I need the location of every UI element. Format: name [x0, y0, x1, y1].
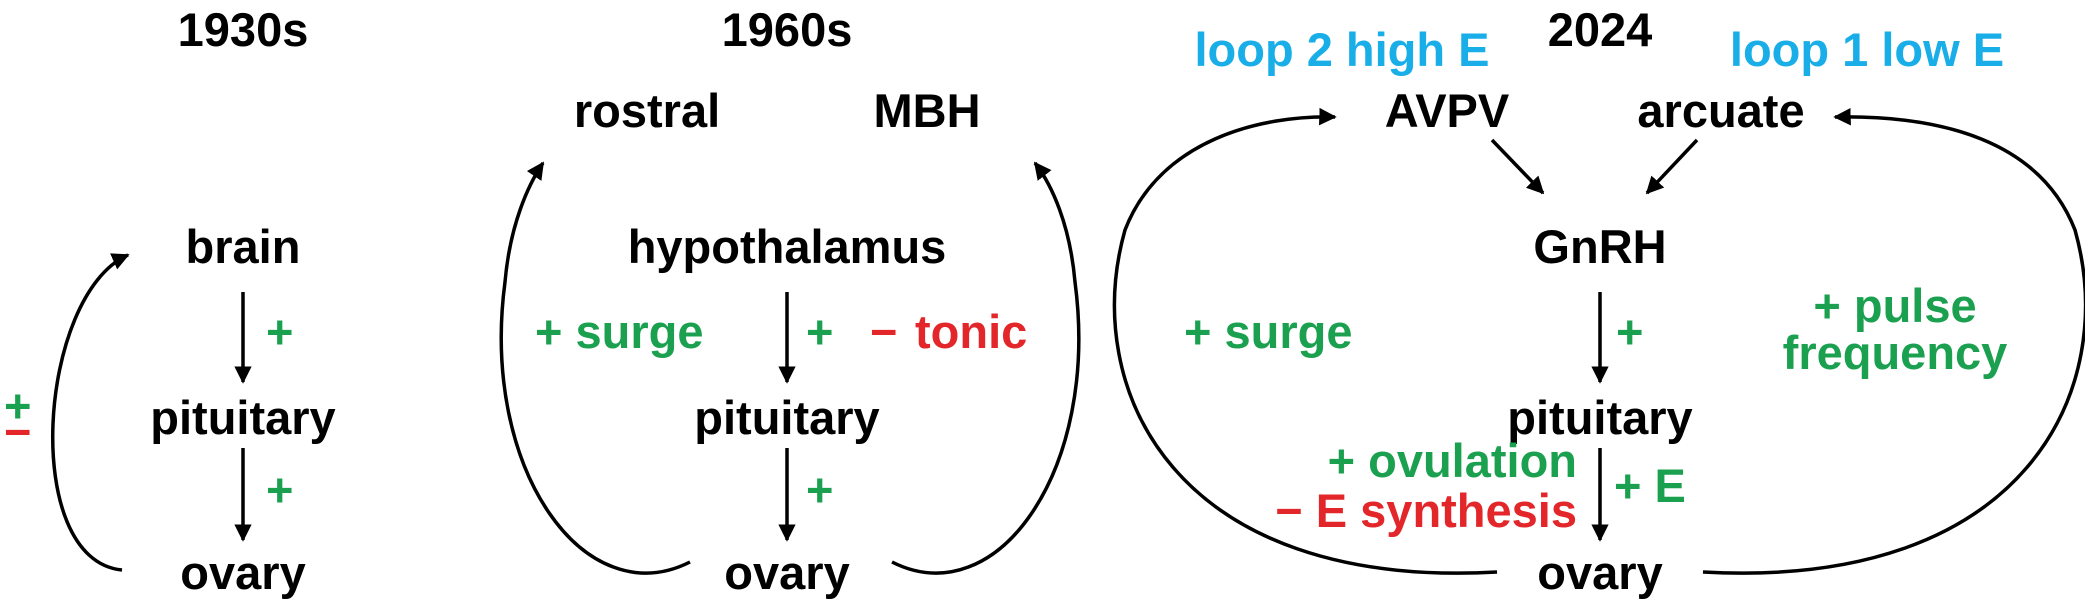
plus-sign-pituitary-ovary: + [806, 463, 834, 516]
plus-sign-pituitary-ovary: + [266, 463, 294, 516]
plus-sign-hypothalamus-pituitary: + [806, 305, 834, 358]
pulse-label-line-2: frequency [1782, 326, 2008, 379]
pulse-frequency-label: + pulse frequency [1783, 282, 2008, 376]
brain-node: brain [185, 220, 301, 273]
avpv-node: AVPV [1384, 84, 1510, 137]
feedback-minus-sign: − [4, 405, 32, 458]
arcuate-node: arcuate [1637, 84, 1805, 137]
surge-label: + surge [535, 305, 704, 358]
arrow-feedback-ovary-to-brain [51, 253, 130, 572]
arrow-loop1-ovary-to-arcuate [1702, 107, 2085, 575]
plus-e-label: + E [1614, 459, 1686, 512]
gnrh-node: GnRH [1533, 220, 1667, 273]
era-2024-title: 2024 [1547, 3, 1653, 56]
hypothalamus-node: hypothalamus [627, 220, 947, 273]
ovary-node: ovary [724, 546, 850, 599]
era-1960s-title: 1960s [721, 3, 853, 56]
pituitary-node: pituitary [1507, 391, 1693, 444]
pulse-label-line-1: + pulse [1813, 279, 1977, 332]
e-synthesis-label: − E synthesis [1275, 484, 1577, 537]
arrow-loop2-ovary-to-avpv [1112, 107, 1498, 575]
mbh-node: MBH [873, 84, 981, 137]
arrow-arcuate-to-gnrh [1645, 138, 1699, 195]
ovary-node: ovary [180, 546, 306, 599]
plus-sign-brain-pituitary: + [266, 305, 294, 358]
ovulation-label: + ovulation [1327, 434, 1577, 487]
surge-label: + surge [1184, 305, 1353, 358]
era-1930s-title: 1930s [177, 3, 309, 56]
ovary-node: ovary [1537, 546, 1663, 599]
loop-1-label: loop 1 low E [1729, 23, 2005, 76]
tonic-minus-sign: − [870, 305, 898, 358]
pituitary-node: pituitary [694, 391, 880, 444]
tonic-label: tonic [915, 305, 1028, 358]
arrow-avpv-to-gnrh [1490, 138, 1545, 195]
feedback-plus-sign: + [4, 379, 32, 432]
arrow-ovary-to-rostral [499, 161, 691, 575]
rostral-node: rostral [573, 84, 721, 137]
plus-sign-gnrh-pituitary: + [1616, 305, 1644, 358]
loop-2-label: loop 2 high E [1194, 23, 1490, 76]
arrow-ovary-to-mbh [891, 161, 1081, 575]
pituitary-node: pituitary [150, 391, 336, 444]
